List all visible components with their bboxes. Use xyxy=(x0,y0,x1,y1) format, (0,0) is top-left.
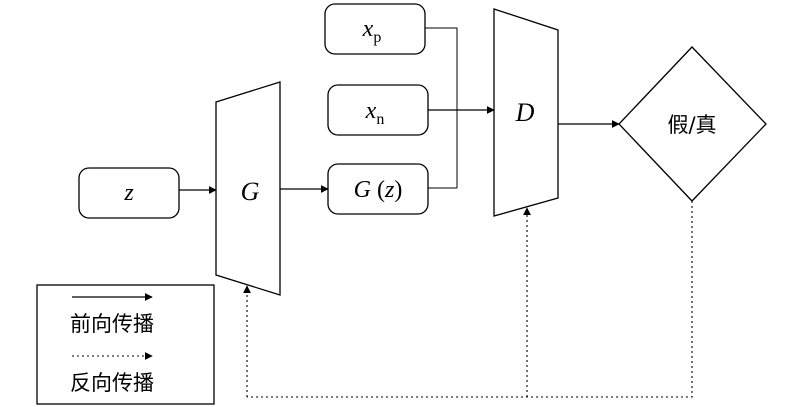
generated-sample-label-z: z xyxy=(384,177,395,203)
positive-sample-subscript: p xyxy=(373,29,381,46)
generated-sample-label-open: ( xyxy=(371,177,385,203)
negative-sample-subscript: n xyxy=(376,111,384,128)
svg-text:xn: xn xyxy=(365,98,385,128)
svg-text:G (z): G (z) xyxy=(354,177,403,203)
negative-sample-node: xn xyxy=(327,84,429,136)
generator-node: G xyxy=(215,81,281,296)
generated-sample-label-close: ) xyxy=(394,177,402,203)
negative-sample-label: x xyxy=(365,98,377,124)
generated-sample-node: G (z) xyxy=(327,163,429,215)
xp-connector xyxy=(425,27,458,188)
discriminator-node: D xyxy=(493,8,559,217)
backprop-bottom-line xyxy=(247,201,693,398)
legend-forward-label: 前向传播 xyxy=(70,312,154,336)
svg-text:xp: xp xyxy=(362,16,382,46)
generated-sample-label-g: G xyxy=(354,177,371,203)
positive-sample-label: x xyxy=(362,16,374,42)
positive-sample-node: xp xyxy=(324,3,426,55)
discriminator-label: D xyxy=(515,98,535,127)
output-node: 假/真 xyxy=(618,46,767,202)
legend-backward-label: 反向传播 xyxy=(70,371,154,395)
generator-label: G xyxy=(241,177,260,206)
output-label: 假/真 xyxy=(667,113,716,137)
noise-input-node: z xyxy=(78,167,180,219)
noise-input-label: z xyxy=(123,180,134,206)
legend: 前向传播 反向传播 xyxy=(36,284,215,405)
